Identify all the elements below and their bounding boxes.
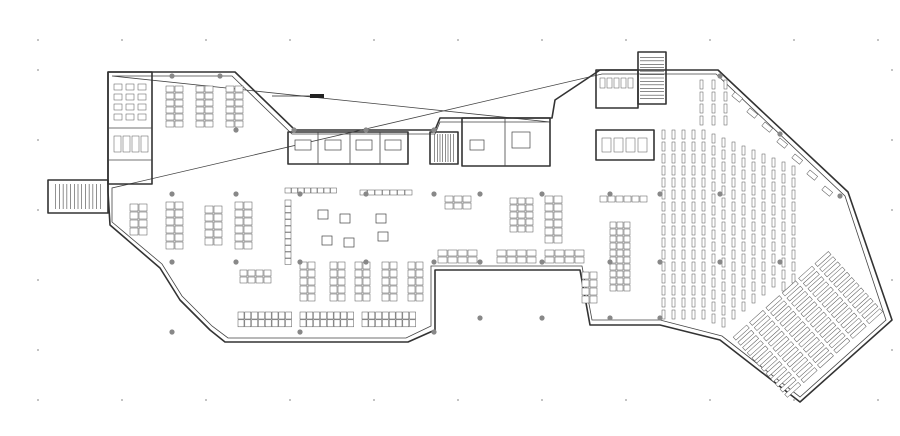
southeast-reading-rows xyxy=(731,91,883,398)
north-stair xyxy=(637,51,667,105)
survey-grid-dots xyxy=(37,39,893,401)
meeting-rooms-strip xyxy=(287,131,409,165)
south-workstation-rows xyxy=(237,311,416,328)
annotation-leader xyxy=(272,94,324,98)
west-stair xyxy=(47,179,109,214)
west-workstations xyxy=(129,85,272,284)
northeast-washrooms xyxy=(595,69,655,161)
reception-rooms xyxy=(461,117,551,167)
northeast-shelving-rows xyxy=(661,79,796,328)
northwest-service-block xyxy=(107,71,153,185)
atrium-stair xyxy=(429,131,459,165)
east-workstation-cluster xyxy=(581,195,648,304)
structural-columns xyxy=(169,73,843,335)
